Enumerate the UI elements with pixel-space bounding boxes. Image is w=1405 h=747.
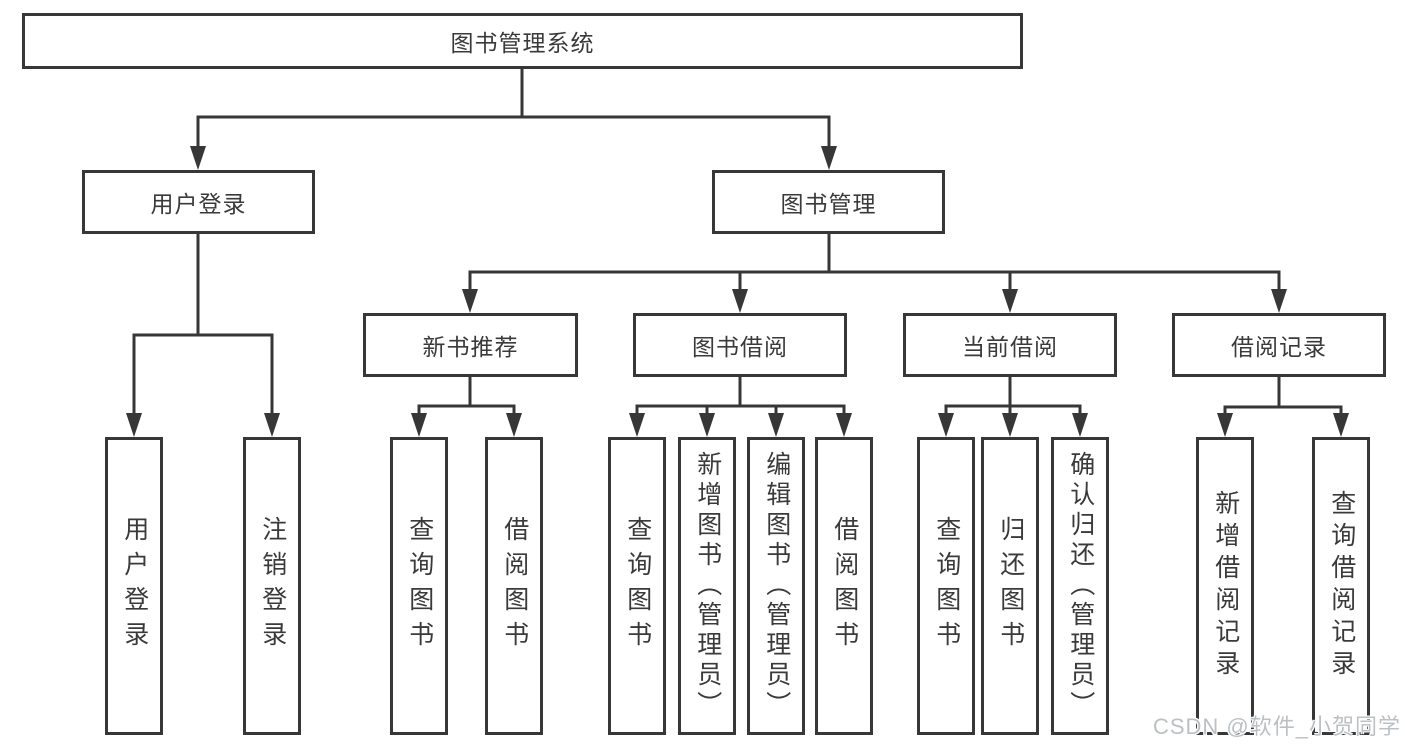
node-leaf-query-books-borrow: 查询图书 bbox=[608, 437, 666, 735]
node-label: 编辑图书（管理员） bbox=[762, 451, 791, 721]
node-book-borrow: 图书借阅 bbox=[633, 313, 847, 377]
node-leaf-query-books-current: 查询图书 bbox=[917, 437, 975, 735]
node-label: 查询图书 bbox=[932, 516, 961, 656]
node-leaf-confirm-return-admin: 确认归还（管理员） bbox=[1051, 437, 1109, 735]
node-label: 查询图书 bbox=[405, 516, 434, 656]
node-borrow-records: 借阅记录 bbox=[1172, 313, 1386, 377]
node-label: 借阅图书 bbox=[500, 516, 529, 656]
node-leaf-borrow-books: 借阅图书 bbox=[815, 437, 873, 735]
node-label: 图书管理 bbox=[780, 191, 877, 217]
node-label: 查询借阅记录 bbox=[1327, 490, 1356, 682]
node-label: 注销登录 bbox=[258, 516, 287, 656]
node-leaf-add-books-admin: 新增图书（管理员） bbox=[678, 437, 736, 735]
node-book-management-branch: 图书管理 bbox=[712, 170, 945, 234]
node-leaf-user-login: 用户登录 bbox=[105, 437, 163, 735]
node-leaf-add-borrow-record: 新增借阅记录 bbox=[1196, 437, 1254, 735]
node-label: 新书推荐 bbox=[422, 334, 519, 360]
node-leaf-logout: 注销登录 bbox=[243, 437, 301, 735]
node-leaf-edit-books-admin: 编辑图书（管理员） bbox=[747, 437, 805, 735]
node-label: 图书借阅 bbox=[692, 334, 788, 360]
node-label: 用户登录 bbox=[150, 191, 247, 217]
node-label: 归还图书 bbox=[996, 516, 1025, 656]
node-label: 用户登录 bbox=[120, 516, 149, 656]
node-leaf-borrow-books-recommend: 借阅图书 bbox=[485, 437, 543, 735]
node-label: 查询图书 bbox=[623, 516, 652, 656]
arrowheads bbox=[126, 146, 1349, 437]
node-user-login-branch: 用户登录 bbox=[82, 170, 315, 234]
node-label: 新增借阅记录 bbox=[1211, 490, 1240, 682]
csdn-watermark: CSDN @软件_小贺同学 bbox=[1152, 714, 1401, 739]
node-label: 新增图书（管理员） bbox=[693, 451, 722, 721]
node-leaf-query-books-recommend: 查询图书 bbox=[390, 437, 448, 735]
node-current-borrow: 当前借阅 bbox=[903, 313, 1117, 377]
node-library-management-system: 图书管理系统 bbox=[22, 13, 1023, 69]
node-new-book-recommend: 新书推荐 bbox=[363, 313, 578, 377]
node-leaf-query-borrow-record: 查询借阅记录 bbox=[1312, 437, 1370, 735]
node-label: 确认归还（管理员） bbox=[1066, 451, 1095, 721]
node-label: 借阅图书 bbox=[830, 516, 859, 656]
node-label: 图书管理系统 bbox=[450, 30, 595, 56]
node-label: 当前借阅 bbox=[962, 334, 1058, 360]
node-leaf-return-books: 归还图书 bbox=[981, 437, 1039, 735]
node-label: 借阅记录 bbox=[1231, 334, 1327, 360]
